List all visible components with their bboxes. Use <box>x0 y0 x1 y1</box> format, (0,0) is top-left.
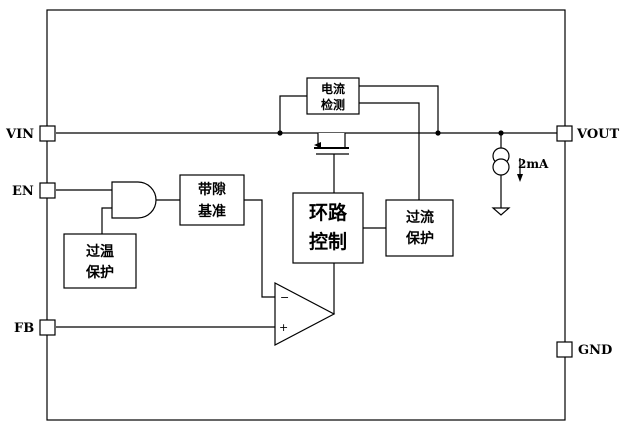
thermal-protect-line1: 过温 <box>86 243 114 260</box>
current-source-label: 2mA <box>518 157 549 171</box>
bandgap-ref-line2: 基准 <box>198 203 226 220</box>
fb-label: FB <box>14 321 34 336</box>
overcurrent-protect-line1: 过流 <box>406 209 434 226</box>
current-source <box>491 133 523 216</box>
overcurrent-protect-line2: 保护 <box>405 230 434 247</box>
opamp-plus: + <box>279 321 288 334</box>
thermal-protect-line2: 保护 <box>85 264 114 281</box>
overcurrent-protect-block <box>385 199 454 257</box>
loop-control-line1: 环路 <box>309 201 348 224</box>
bandgap-to-opamp-wire <box>244 199 275 298</box>
vin-label: VIN <box>5 127 34 142</box>
gnd-label: GND <box>578 343 612 358</box>
current-sense-line2: 检测 <box>321 97 345 112</box>
vin-pin <box>39 125 56 142</box>
vout-pin <box>556 125 573 142</box>
loop-control-line2: 控制 <box>309 230 347 253</box>
current-sense-block <box>306 77 360 115</box>
loop-control-block <box>292 192 364 264</box>
current-sense-line1: 电流 <box>321 81 345 96</box>
gnd-pin <box>556 341 573 358</box>
vout-label: VOUT <box>576 127 620 142</box>
sense-wire-left <box>279 95 307 133</box>
en-label: EN <box>12 184 34 199</box>
sense-wire-right <box>359 85 439 133</box>
thermal-to-and-wire <box>101 207 112 234</box>
junction-dot <box>435 130 441 136</box>
error-amplifier <box>274 282 336 346</box>
junction-dot <box>277 130 283 136</box>
bandgap-ref-block <box>179 174 245 226</box>
opamp-minus: − <box>280 291 289 304</box>
pass-transistor <box>314 133 349 193</box>
and-gate <box>111 181 157 219</box>
en-pin <box>39 182 56 199</box>
fb-pin <box>39 319 56 336</box>
sense-to-ocp-wire <box>359 102 420 200</box>
chip-outline <box>46 9 566 421</box>
thermal-protect-block <box>63 233 137 289</box>
bandgap-ref-line1: 带隙 <box>198 181 226 198</box>
